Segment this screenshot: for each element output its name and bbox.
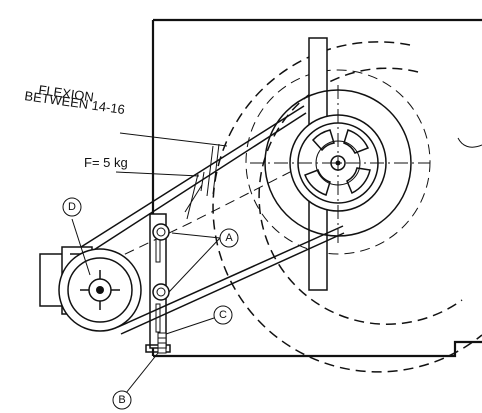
fan-pulley (250, 85, 430, 245)
callout-c-label: C (219, 309, 227, 321)
callout-c: C (213, 305, 233, 325)
motor-pulley (58, 248, 142, 332)
callout-a: A (219, 228, 239, 248)
force-label: F= 5 kg (84, 155, 128, 170)
leader-lines (71, 132, 228, 399)
callout-b-label: B (118, 394, 125, 406)
callout-d-label: D (68, 201, 76, 213)
callout-b: B (112, 390, 132, 410)
callout-a-label: A (225, 232, 233, 244)
adjusting-bolts (152, 223, 170, 354)
callout-d: D (62, 197, 82, 217)
deflection-measurement (184, 143, 220, 220)
